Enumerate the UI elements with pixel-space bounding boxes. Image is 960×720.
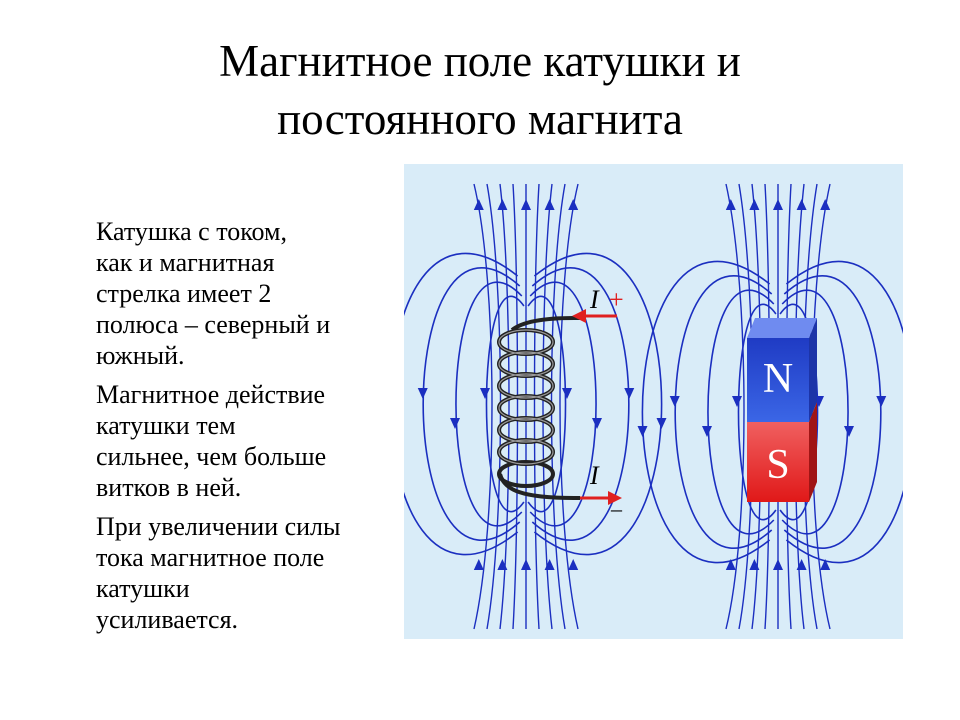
field-line [542,183,553,630]
field-arrow [568,199,579,210]
field-arrow [417,388,428,399]
paragraph-line: витков в ней. [96,473,242,502]
field-arrow [497,199,508,210]
field-arrow [796,559,807,570]
coil-highlight [498,329,554,465]
paragraph-line: сильнее, чем больше [96,442,327,471]
field-arrow [637,426,648,437]
field-arrow [725,199,736,210]
field-arrow [544,559,555,570]
current-label-bottom: I [589,461,600,490]
south-pole [747,422,809,502]
field-line [779,303,819,521]
title-line-2: постоянного магнита [277,94,683,144]
title-line-1: Магнитное поле катушки и [219,36,741,86]
field-arrow [473,559,484,570]
paragraph-line: тока магнитное поле [96,543,325,572]
magnetic-field-illustration: I + I – N S [404,164,903,639]
south-label: S [766,442,789,488]
field-line [533,183,540,630]
field-arrow [521,559,531,570]
field-diagram-svg: I + I – N S [404,183,903,630]
paragraph-2: Магнитное действие катушки тем сильнее, … [96,379,396,503]
field-arrow [773,559,783,570]
field-arrow [820,199,831,210]
paragraph-line: стрелка имеет 2 [96,279,272,308]
field-line [783,275,882,549]
field-line [473,183,493,630]
field-arrow [624,388,635,399]
field-arrow [656,418,667,429]
field-arrow [521,199,531,210]
bar-magnet: N S [747,318,817,502]
coil-icon [497,316,580,500]
field-arrow [725,559,736,570]
field-arrow [562,388,572,399]
field-arrow [749,199,760,210]
coil-field-lines [404,183,667,630]
current-arrow-bottom [580,491,622,505]
field-arrow [497,559,508,570]
field-arrow [450,418,460,429]
field-line [512,183,519,630]
minus-sign: – [610,496,623,521]
field-line [531,267,630,541]
field-line [533,252,663,556]
field-line [485,295,525,513]
paragraph-line: полюса – северный и [96,310,331,339]
field-arrow [669,396,680,407]
field-arrow [592,418,602,429]
field-line [725,183,745,630]
field-line [781,289,849,535]
field-line [529,281,597,527]
field-arrow [844,426,854,437]
field-arrow [796,199,807,210]
plus-sign: + [609,285,624,314]
field-arrow [773,199,783,210]
field-arrow [702,426,712,437]
field-line [674,275,773,549]
paragraph-line: Катушка с током, [96,217,288,246]
paragraph-line: южный. [96,341,185,370]
field-arrow [749,559,760,570]
field-arrow [480,388,490,399]
north-pole [747,338,809,422]
current-label-top: I [589,285,600,314]
paragraph-line: как и магнитная [96,248,275,277]
field-line [422,267,521,541]
paragraph-line: катушки [96,574,190,603]
field-arrow [544,199,555,210]
north-label: N [763,356,793,402]
field-line [737,303,777,521]
paragraph-line: Магнитное действие [96,380,326,409]
paragraph-1: Катушка с током, как и магнитная стрелка… [96,216,396,371]
field-line [404,252,519,556]
field-arrow [568,559,579,570]
paragraph-line: усиливается. [96,605,239,634]
slide-title: Магнитное поле катушки и постоянного маг… [0,32,960,148]
field-line [785,260,903,564]
field-line [641,260,771,564]
field-arrow [473,199,484,210]
field-arrow [820,559,831,570]
current-arrow-top [572,309,617,323]
text-body: Катушка с током, как и магнитная стрелка… [96,216,396,643]
field-line [559,183,579,630]
field-line [499,183,510,630]
paragraph-3: При увеличении силы тока магнитное поле … [96,511,396,635]
paragraph-line: При увеличении силы [96,512,341,541]
paragraph-line: катушки тем [96,411,236,440]
field-line [707,289,775,535]
field-arrow [732,396,742,407]
field-line [455,281,523,527]
field-line [527,295,567,513]
field-arrow [876,396,887,407]
